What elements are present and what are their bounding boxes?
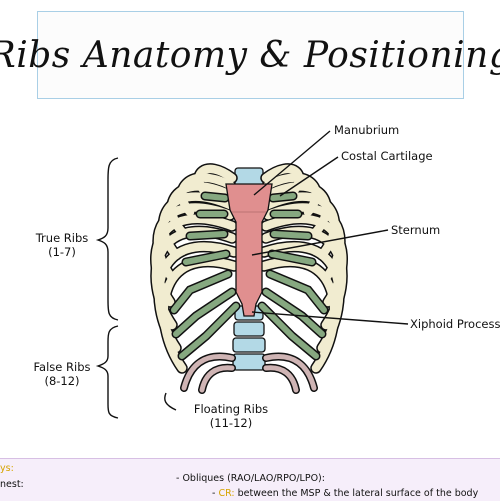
label-false-ribs: False Ribs (8-12) <box>24 360 100 388</box>
label-true-ribs: True Ribs (1-7) <box>24 231 100 259</box>
floating-ribs-fill <box>181 354 317 393</box>
title-box: Ribs Anatomy & Positioning <box>0 11 500 99</box>
true-ribs-range: (1-7) <box>48 245 76 259</box>
floating-ribs-text: Floating Ribs <box>193 402 269 416</box>
note-left-bottom: nest: <box>0 479 24 490</box>
label-xiphoid-process: Xiphoid Process <box>410 317 500 331</box>
floating-ribs-range: (11-12) <box>209 416 253 430</box>
false-ribs-text: False Ribs <box>33 360 91 374</box>
note-left-top: ys: <box>0 463 14 474</box>
label-floating-ribs: Floating Ribs (11-12) <box>176 402 286 430</box>
false-ribs-range: (8-12) <box>44 374 80 388</box>
note-obliques: - Obliques (RAO/LAO/RPO/LPO): <box>176 473 325 484</box>
rib-cage-diagram <box>95 130 409 419</box>
leader-lines <box>164 130 409 411</box>
sternum <box>225 183 273 317</box>
note-cr-label: CR: <box>218 488 235 499</box>
label-manubrium: Manubrium <box>334 123 400 137</box>
notes-panel: ys: nest: - Obliques (RAO/LAO/RPO/LPO): … <box>0 458 500 501</box>
false-ribs-bracket <box>95 325 119 419</box>
true-ribs-bracket <box>95 157 119 321</box>
note-cr-line: - CR: between the MSP & the lateral surf… <box>212 488 479 499</box>
label-sternum: Sternum <box>391 223 441 237</box>
label-costal-cartilage: Costal Cartilage <box>341 149 433 163</box>
note-cr-text: between the MSP & the lateral surface of… <box>237 488 479 499</box>
true-ribs-text: True Ribs <box>35 231 89 245</box>
page-title: Ribs Anatomy & Positioning <box>0 34 500 76</box>
